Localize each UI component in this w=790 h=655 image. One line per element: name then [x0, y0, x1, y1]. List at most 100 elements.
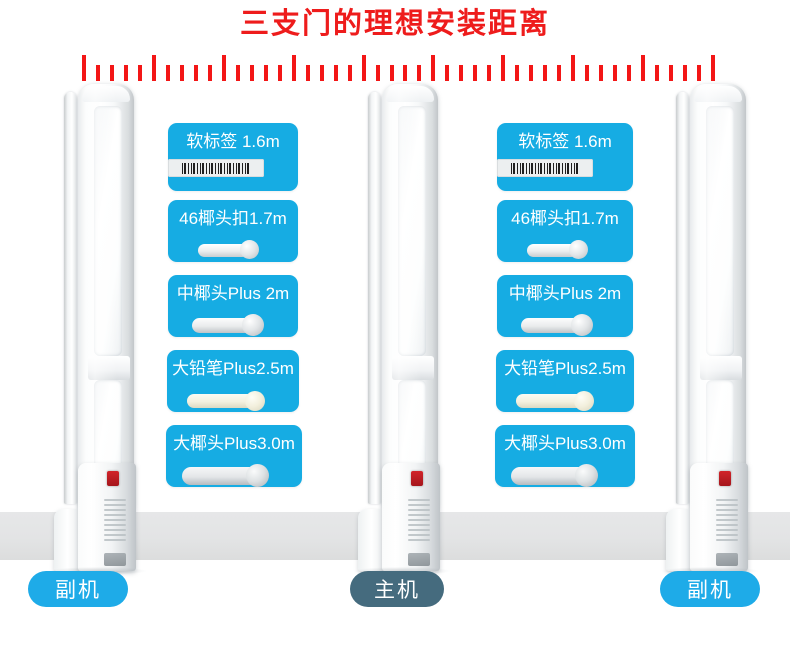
hard-tag-coconut-mid-icon	[168, 311, 298, 337]
gate-base-unit	[690, 463, 748, 571]
ruler-tick-major	[711, 55, 715, 81]
page-title: 三支门的理想安装距离	[239, 8, 550, 40]
ruler-tick-minor	[193, 65, 198, 81]
ruler-tick-minor	[235, 65, 240, 81]
tag-badge-label: 大椰头Plus3.0m	[173, 434, 295, 453]
tag-badge-label: 软标签 1.6m	[518, 132, 612, 151]
ruler-tick-minor	[305, 65, 310, 81]
ruler-tick-minor	[375, 65, 380, 81]
ruler-tick-minor	[669, 65, 674, 81]
hard-tag-knob	[240, 240, 259, 259]
hard-tag-knob	[571, 314, 593, 336]
tag-badge[interactable]: 大铅笔Plus2.5m	[167, 350, 299, 412]
hard-tag-body	[187, 394, 253, 408]
tag-badge[interactable]: 大椰头Plus3.0m	[166, 425, 302, 487]
base-label-plate	[104, 553, 126, 566]
ruler-tick-major	[361, 55, 366, 81]
ruler-tick-minor	[207, 65, 212, 81]
tag-badge-label: 大铅笔Plus2.5m	[504, 359, 626, 378]
hard-tag-body	[198, 244, 246, 257]
gate-center[interactable]	[352, 84, 462, 575]
ruler-tick-minor	[655, 65, 660, 81]
gate-frame	[690, 84, 746, 509]
ruler-tick-minor	[613, 65, 618, 81]
tag-badge[interactable]: 软标签 1.6m	[497, 123, 633, 191]
gate-left[interactable]	[48, 84, 158, 575]
base-label-plate	[408, 553, 430, 566]
ruler-tick-minor	[347, 65, 352, 81]
hard-tag-coconut-small-icon	[168, 236, 298, 262]
hard-tag-knob	[246, 464, 269, 487]
hard-tag-pencil-large-icon	[167, 386, 299, 412]
ruler-tick-minor	[277, 65, 282, 81]
hard-tag-body	[182, 467, 256, 485]
ruler-tick-minor	[319, 65, 324, 81]
tag-badge-label: 中椰头Plus 2m	[508, 284, 622, 303]
gate-back-pillar	[676, 92, 689, 504]
hard-tag-shape	[496, 386, 634, 412]
tag-badge[interactable]: 46椰头扣1.7m	[497, 200, 633, 262]
tag-badge-label: 46椰头扣1.7m	[511, 209, 619, 228]
ruler-tick-major	[641, 55, 646, 81]
role-pill-left[interactable]: 副机	[28, 571, 128, 607]
hard-tag-coconut-large-icon	[495, 461, 635, 487]
status-led-icon	[411, 471, 423, 486]
ruler-tick-minor	[529, 65, 534, 81]
soft-label-barcode-icon	[168, 159, 298, 185]
gate-back-pillar	[368, 92, 381, 504]
tag-badge-label: 软标签 1.6m	[186, 132, 280, 151]
hard-tag-coconut-mid-icon	[497, 311, 633, 337]
ruler-tick-minor	[123, 65, 128, 81]
ruler-tick-minor	[95, 65, 100, 81]
ruler-tick-minor	[403, 65, 408, 81]
hard-tag-coconut-large-icon	[166, 461, 302, 487]
ruler-tick-minor	[557, 65, 562, 81]
gate-base-unit	[382, 463, 440, 571]
hard-tag-shape	[168, 311, 298, 337]
hard-tag-knob	[574, 391, 594, 411]
vent-grill	[104, 499, 126, 545]
ruler-tick-minor	[389, 65, 394, 81]
role-pill-right[interactable]: 副机	[660, 571, 760, 607]
tag-badge[interactable]: 中椰头Plus 2m	[497, 275, 633, 337]
hard-tag-shape	[168, 236, 298, 262]
hard-tag-shape	[497, 236, 633, 262]
ruler-tick-minor	[165, 65, 170, 81]
tag-badge[interactable]: 46椰头扣1.7m	[168, 200, 298, 262]
ruler-tick-minor	[445, 65, 450, 81]
ruler-tick-minor	[473, 65, 478, 81]
tag-badge[interactable]: 大铅笔Plus2.5m	[496, 350, 634, 412]
hard-tag-knob	[569, 240, 588, 259]
hard-tag-body	[527, 244, 575, 257]
barcode-sticker	[168, 159, 264, 177]
tag-badge[interactable]: 软标签 1.6m	[168, 123, 298, 191]
hard-tag-body	[521, 318, 579, 333]
hard-tag-knob	[245, 391, 265, 411]
tag-badge[interactable]: 大椰头Plus3.0m	[495, 425, 635, 487]
barcode-sticker	[497, 159, 593, 177]
hard-tag-coconut-small-icon	[497, 236, 633, 262]
status-led-icon	[107, 471, 119, 486]
base-label-plate	[716, 553, 738, 566]
role-pill-center[interactable]: 主机	[350, 571, 444, 607]
hard-tag-knob	[242, 314, 264, 336]
ruler-tick-minor	[543, 65, 548, 81]
gate-frame-highlight	[382, 84, 438, 509]
gate-frame-highlight	[690, 84, 746, 509]
barcode-bars	[511, 162, 579, 174]
gate-frame	[78, 84, 134, 509]
hard-tag-pencil-large-icon	[496, 386, 634, 412]
ruler-tick-minor	[697, 65, 702, 81]
hard-tag-shape	[166, 461, 302, 487]
hard-tag-knob	[575, 464, 598, 487]
ruler-tick-minor	[683, 65, 688, 81]
tag-badge-label: 46椰头扣1.7m	[179, 209, 287, 228]
hard-tag-shape	[495, 461, 635, 487]
gate-right[interactable]	[660, 84, 770, 575]
ruler-tick-minor	[515, 65, 520, 81]
tag-badge[interactable]: 中椰头Plus 2m	[168, 275, 298, 337]
gate-frame	[382, 84, 438, 509]
tag-badge-label: 大椰头Plus3.0m	[504, 434, 626, 453]
ruler-tick-major	[431, 55, 436, 81]
